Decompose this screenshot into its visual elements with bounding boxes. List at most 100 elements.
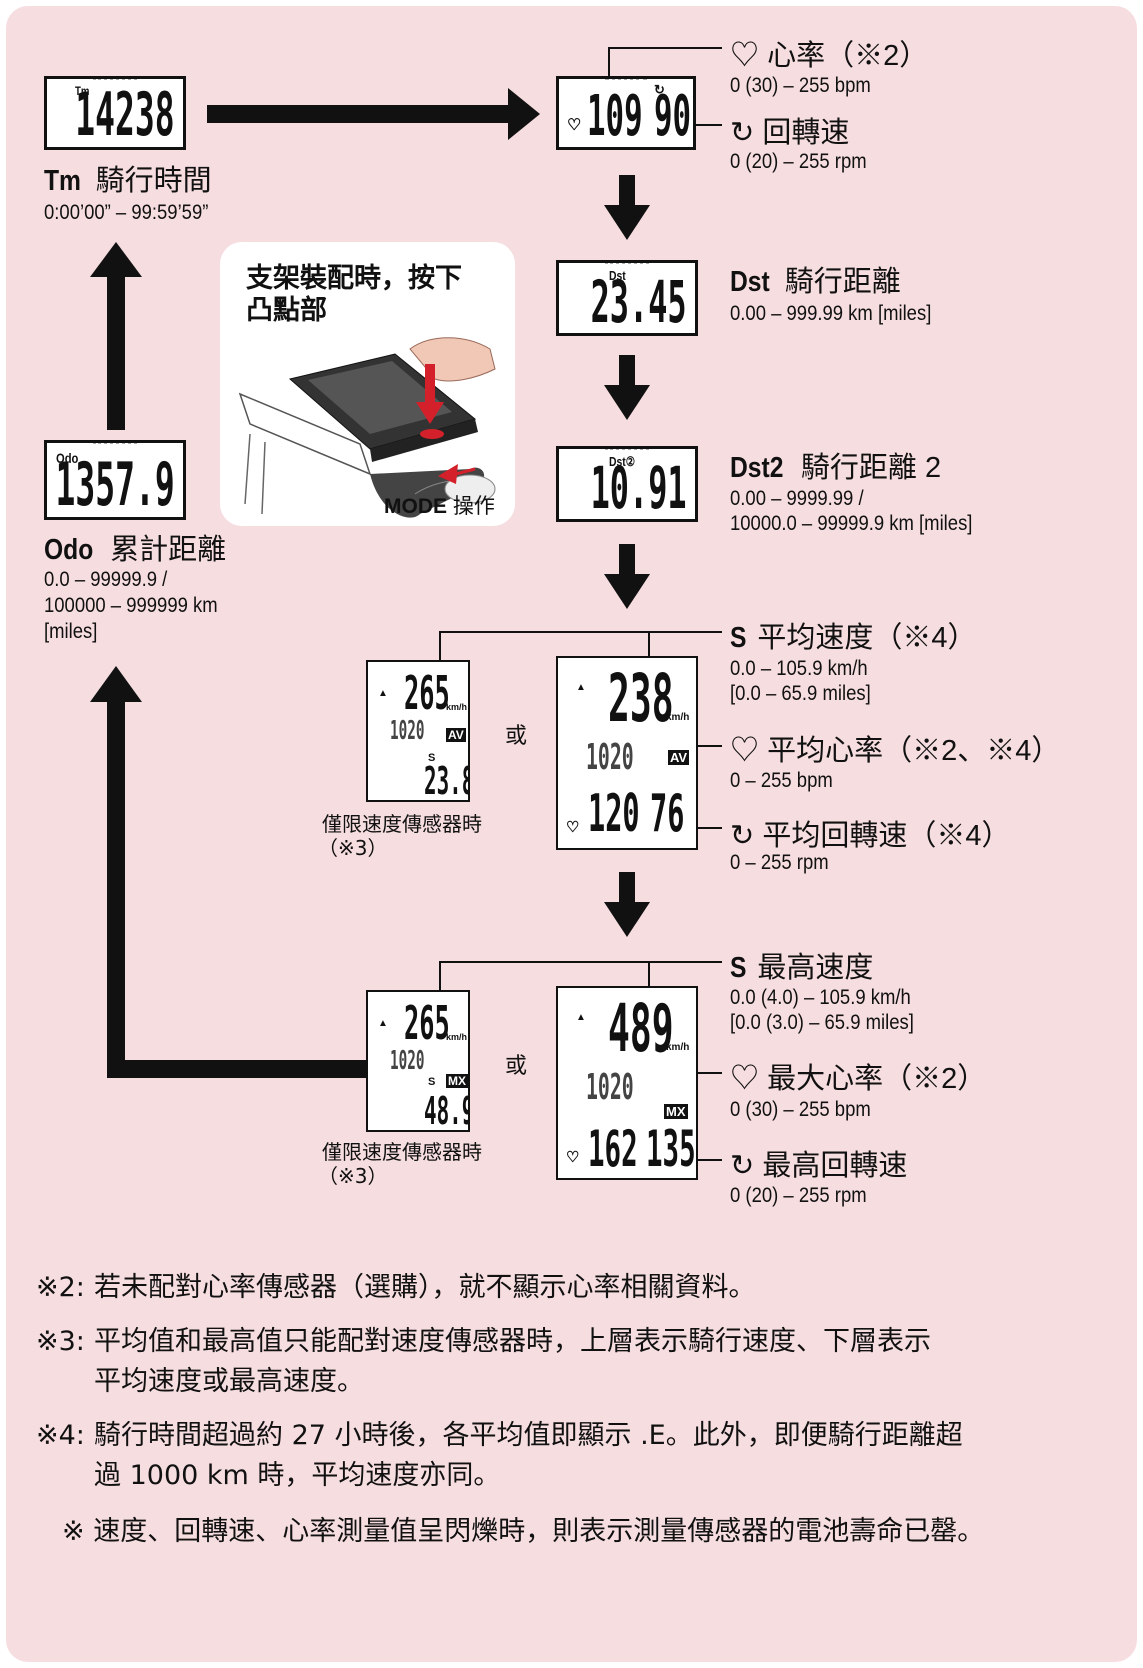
avg-speed-range-2: [0.0 – 65.9 miles] (730, 682, 871, 705)
up-arrow-icon: ▲ (576, 1012, 586, 1023)
max-hr-range: 0 (30) – 255 bpm (730, 1098, 871, 1121)
footnote-4-line-2: 過 1000 km 時，平均速度亦同。 (94, 1460, 501, 1491)
tm-text: 騎行時間 (95, 165, 212, 197)
dst2-display-tag: Dst② (609, 454, 636, 469)
max-speedonly-speed: 265 (404, 996, 450, 1050)
max-speedonly-unit: km/h (446, 1032, 468, 1042)
hr-label: ♡ 心率（※2） (730, 32, 928, 74)
avg-main-hr: 120 (588, 784, 640, 844)
odo-display: Odo 1357.9 (44, 440, 186, 520)
footnote-3: ※3:平均值和最高值只能配對速度傳感器時，上層表示騎行速度、下層表示 平均速度或… (36, 1322, 931, 1402)
heart-icon: ♡ (566, 1149, 580, 1166)
arrow-avg-to-max (604, 872, 650, 937)
mode-callout: 支架裝配時，按下 凸點部 MODE 操作 (220, 242, 515, 526)
tm-display-tag: Tm (75, 84, 90, 98)
dst2-label: Dst2 騎行距離 2 (730, 444, 941, 486)
dst-label: Dst 騎行距離 (730, 258, 901, 300)
odo-range-2: 100000 – 999999 km (44, 594, 218, 617)
max-speed-label: S 最高速度 (730, 944, 873, 986)
arrow-max-to-odo (90, 666, 369, 1078)
callout-mode: MODE 操作 (384, 490, 495, 520)
cad-range: 0 (20) – 255 rpm (730, 150, 867, 173)
max-hr-text: 最大心率（※2） (767, 1063, 987, 1095)
footnote-3-mark: ※3: (36, 1326, 85, 1357)
tm-abbr: Tm (44, 165, 81, 197)
hr-cad-display: ♡ ↻ 109 90 (556, 76, 696, 150)
max-speedonly-s: S (428, 1076, 436, 1088)
arrow-dst-to-dst2 (604, 355, 650, 420)
max-main-speed: 489 (608, 990, 674, 1067)
up-arrow-icon: ▲ (576, 682, 586, 693)
cadence-icon: ↻ (730, 820, 755, 852)
avg-hr-label: ♡ 平均心率（※2、※4） (730, 727, 1060, 769)
avg-cad-text: 平均回轉速（※4） (762, 820, 1011, 852)
dst-range: 0.00 – 999.99 km [miles] (730, 302, 932, 325)
avg-hr-text: 平均心率（※2、※4） (767, 735, 1061, 767)
hr-text: 心率（※2） (767, 40, 929, 72)
footnote-4-mark: ※4: (36, 1420, 85, 1451)
avg-speed-abbr: S (730, 622, 747, 654)
dst2-range-1: 0.00 – 9999.99 / (730, 487, 864, 510)
cad-value: 90 (654, 84, 692, 149)
arrow-tm-to-hr (207, 105, 512, 123)
up-arrow-icon: ▲ (378, 688, 388, 699)
avg-main-unit: km/h (666, 712, 690, 723)
avg-hr-range: 0 – 255 bpm (730, 769, 833, 792)
footnote-2: ※2:若未配對心率傳感器（選購），就不顯示心率相關資料。 (36, 1268, 756, 1308)
arrow-hr-to-dst (604, 175, 650, 240)
dst2-abbr: Dst2 (730, 452, 784, 484)
avg-main-badge: AV (668, 750, 690, 765)
cadence-icon: ↻ (654, 82, 665, 97)
max-main-unit: km/h (666, 1042, 690, 1053)
dst-display-tag: Dst (609, 268, 626, 283)
footnote-4: ※4:騎行時間超過約 27 小時後，各平均值即顯示 .E。此外，即便騎行距離超 … (36, 1416, 963, 1496)
odo-range-3: [miles] (44, 620, 98, 643)
dst-display-value: 23.45 (590, 268, 687, 336)
max-hr-label: ♡ 最大心率（※2） (730, 1055, 986, 1097)
tm-display: Tm 14238 (44, 76, 186, 150)
odo-range-1: 0.0 – 99999.9 / (44, 568, 168, 591)
dst-text: 騎行距離 (784, 266, 901, 298)
mode-bold: MODE (384, 495, 447, 518)
arrow-dst2-to-avg (604, 544, 650, 609)
max-main-cad: 135 (646, 1120, 696, 1178)
hr-value: 109 (587, 84, 643, 149)
max-speedonly-note-1: 僅限速度傳感器時 (322, 1140, 482, 1164)
avg-main-display: ▲ 238 km/h 1020 AV ♡ 120 76 (556, 656, 698, 850)
heart-icon: ♡ (730, 1063, 760, 1095)
dst-abbr: Dst (730, 266, 770, 298)
heart-icon: ♡ (730, 735, 760, 767)
max-cad-range: 0 (20) – 255 rpm (730, 1184, 867, 1207)
dst2-display-value: 10.91 (590, 454, 687, 522)
heart-icon: ♡ (567, 117, 582, 134)
max-speed-range-1: 0.0 (4.0) – 105.9 km/h (730, 986, 911, 1009)
max-speed-text: 最高速度 (757, 952, 874, 984)
callout-title-1: 支架裝配時，按下 (246, 263, 462, 293)
odo-display-value: 1357.9 (55, 450, 175, 520)
mode-text: 操作 (452, 495, 495, 518)
avg-main-speed: 238 (608, 660, 674, 737)
avg-speedonly-badge: AV (446, 728, 466, 742)
tm-display-value: 14238 (75, 80, 175, 150)
avg-speedonly-unit: km/h (446, 702, 468, 712)
footnote-2-mark: ※2: (36, 1272, 85, 1303)
cad-text: 回轉速 (762, 117, 850, 149)
max-speedonly-display: ▲ 265 km/h 1020 S MX 48.9 (366, 990, 470, 1132)
max-speedonly-clock: 1020 (390, 1046, 425, 1076)
max-speed-abbr: S (730, 952, 747, 984)
odo-text: 累計距離 (110, 534, 227, 566)
tm-label: Tm 騎行時間 (44, 157, 212, 199)
max-main-clock: 1020 (586, 1067, 634, 1108)
avg-main-clock: 1020 (586, 737, 634, 778)
cadence-icon: ↻ (730, 117, 755, 149)
footnote-3-line-1: 平均值和最高值只能配對速度傳感器時，上層表示騎行速度、下層表示 (94, 1326, 931, 1357)
cad-label: ↻ 回轉速 (730, 109, 849, 151)
up-arrow-icon: ▲ (378, 1018, 388, 1029)
dst2-range-2: 10000.0 – 99999.9 km [miles] (730, 512, 973, 535)
odo-abbr: Odo (44, 534, 94, 566)
max-speedonly-value: 48.9 (424, 1089, 470, 1132)
avg-speed-text: 平均速度（※4） (757, 622, 977, 654)
callout-title-2: 凸點部 (246, 295, 327, 325)
heart-icon: ♡ (730, 40, 760, 72)
arrow-odo-to-tm (90, 242, 142, 430)
